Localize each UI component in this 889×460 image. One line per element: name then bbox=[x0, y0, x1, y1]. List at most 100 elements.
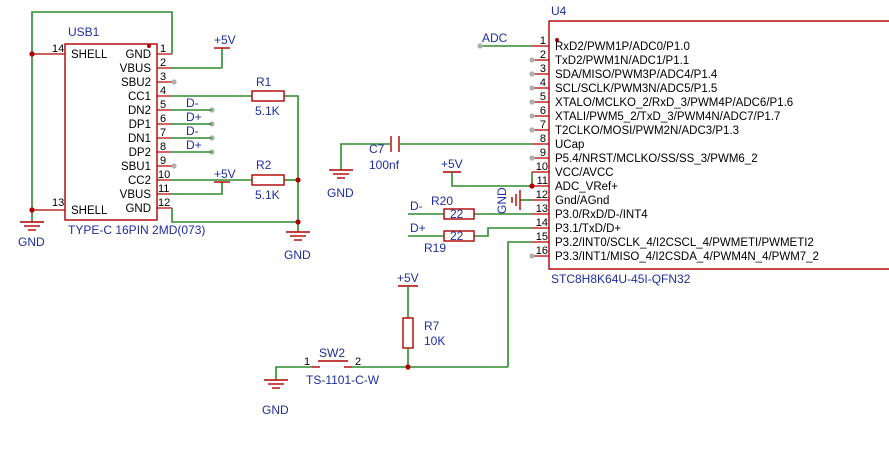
r7-designator: R7 bbox=[424, 319, 440, 333]
resistor-r2: R2 5.1K bbox=[251, 158, 285, 202]
c7-value: 100nf bbox=[369, 158, 400, 172]
mcu-pin-num: 9 bbox=[540, 147, 546, 159]
adc-label: ADC bbox=[482, 31, 508, 45]
c7-designator: C7 bbox=[369, 142, 385, 156]
mcu-pin-num: 3 bbox=[540, 63, 546, 75]
sw2-designator: SW2 bbox=[319, 346, 345, 360]
usb-pin-num: 14 bbox=[52, 43, 64, 55]
mcu-pin-num: 15 bbox=[536, 231, 548, 243]
net-label-dminus: D- bbox=[410, 199, 423, 213]
mcu-pin-name: P3.3/INT1/MISO_4/I2CSDA_4/PWM4N_4/PWM7_2 bbox=[555, 251, 819, 263]
resistor-r1: R1 5.1K bbox=[251, 75, 285, 118]
usb-body bbox=[64, 43, 158, 221]
mcu-pin-num: 7 bbox=[540, 119, 546, 131]
usb-pin-name: CC1 bbox=[128, 91, 151, 103]
r2-value: 5.1K bbox=[255, 188, 280, 202]
gnd-label: GND bbox=[18, 235, 45, 249]
sw2-value: TS-1101-C-W bbox=[306, 373, 380, 387]
mcu-pin-num: 12 bbox=[536, 189, 548, 201]
usb-pin-name: VBUS bbox=[120, 63, 152, 75]
gnd-symbol-mcu: GND bbox=[495, 187, 532, 214]
gnd-symbol-r: GND bbox=[284, 231, 311, 262]
r7-value: 10K bbox=[424, 334, 445, 348]
mcu-pin-name: SDA/MISO/PWM3P/ADC4/P1.4 bbox=[555, 69, 718, 81]
usb-pin-num: 12 bbox=[158, 197, 170, 209]
mcu-u4: U4 STC8H8K64U-45I-QFN32 bbox=[548, 4, 889, 286]
mcu-designator: U4 bbox=[551, 4, 567, 18]
mcu-pin-num: 4 bbox=[540, 77, 546, 89]
power-5v-cc2: +5V bbox=[214, 167, 236, 183]
switch-sw2: SW2 1 2 TS-1101-C-W bbox=[275, 241, 532, 387]
power-label: +5V bbox=[441, 157, 463, 171]
mcu-pin-name: SCL/SCLK/PWM3N/ADC5/P1.5 bbox=[555, 83, 717, 95]
usb-pin-name: SBU2 bbox=[121, 77, 151, 89]
mcu-pin-num: 16 bbox=[536, 245, 548, 257]
usb-pin-name: CC2 bbox=[128, 175, 151, 187]
mcu-pin-name: TxD2/PWM1N/ADC1/P1.1 bbox=[555, 55, 689, 67]
usb-pin-name: VBUS bbox=[120, 189, 152, 201]
usb-pin-name: SHELL bbox=[71, 205, 108, 217]
power-label: +5V bbox=[214, 33, 236, 47]
mcu-pin-name: Gnd/AGnd bbox=[555, 195, 609, 207]
resistor-r19: D+ R19 22 bbox=[408, 221, 532, 255]
usb-pin-name: SHELL bbox=[71, 49, 108, 61]
resistor-r7: R7 10K bbox=[402, 286, 445, 367]
usb-pin-name: DN1 bbox=[128, 133, 151, 145]
mcu-pins: 1 2 3 4 5 6 7 8 9 10 11 12 13 14 15 16 R… bbox=[529, 35, 819, 263]
mcu-power-wires: +5V bbox=[441, 157, 535, 189]
usb-pin-name: DN2 bbox=[128, 105, 151, 117]
mcu-pin-num: 8 bbox=[540, 133, 546, 145]
gnd-label: GND bbox=[327, 186, 354, 200]
net-label-dplus: D+ bbox=[410, 221, 426, 235]
usb-right-pins: GND VBUS SBU2 CC1 DN2 DP1 DN1 DP2 SBU1 C… bbox=[120, 43, 215, 215]
net-label-dplus: D+ bbox=[186, 110, 202, 124]
usb-pin-num: 11 bbox=[158, 183, 169, 195]
mcu-pin-name: P3.0/RxD/D-/INT4 bbox=[555, 209, 648, 221]
usb-pin-num: 2 bbox=[160, 57, 166, 69]
usb-designator: USB1 bbox=[68, 25, 100, 39]
mcu-pin-num: 5 bbox=[540, 91, 546, 103]
power-5v-usb: +5V bbox=[214, 33, 236, 49]
power-label: +5V bbox=[214, 167, 236, 181]
gnd-label: GND bbox=[284, 248, 311, 262]
net-label-dminus: D- bbox=[186, 96, 199, 110]
r2-designator: R2 bbox=[256, 158, 272, 172]
mcu-pin-name: ADC_VRef+ bbox=[555, 181, 618, 193]
r1-value: 5.1K bbox=[255, 104, 280, 118]
usb-pin-name: GND bbox=[125, 49, 151, 61]
usb-pin-name: GND bbox=[125, 203, 151, 215]
r19-designator: R19 bbox=[424, 241, 446, 255]
mcu-pin-name: UCap bbox=[555, 139, 584, 151]
mcu-value: STC8H8K64U-45I-QFN32 bbox=[551, 272, 691, 286]
mcu-pin-name: P3.2/INT0/SCLK_4/I2CSCL_4/PWMETI/PWMETI2 bbox=[555, 237, 814, 249]
usb-pin-num: 7 bbox=[160, 127, 166, 139]
mcu-pin-num: 14 bbox=[536, 217, 548, 229]
usb-pin-num: 5 bbox=[160, 99, 166, 111]
usb-wires bbox=[29, 11, 301, 232]
mcu-pin-num: 11 bbox=[537, 175, 548, 187]
r20-designator: R20 bbox=[431, 194, 453, 208]
net-label-dminus: D- bbox=[186, 124, 199, 138]
gnd-symbol-c7: GND bbox=[327, 169, 354, 200]
adc-net: ADC bbox=[477, 31, 532, 49]
mcu-pin-name: T2CLKO/MOSI/PWM2N/ADC3/P1.3 bbox=[555, 125, 739, 137]
r19-value: 22 bbox=[450, 229, 464, 243]
gnd-label: GND bbox=[262, 403, 289, 417]
mcu-pin-name: VCC/AVCC bbox=[555, 167, 614, 179]
usb-pin-name: DP2 bbox=[129, 147, 151, 159]
usb-pin-num: 6 bbox=[160, 113, 166, 125]
mcu-body bbox=[548, 20, 889, 270]
resistor-r20: D- R20 22 bbox=[408, 194, 532, 221]
power-label: +5V bbox=[397, 271, 419, 285]
mcu-pin-num: 2 bbox=[540, 49, 546, 61]
r1-designator: R1 bbox=[256, 75, 272, 89]
usb-pin-num: 8 bbox=[160, 141, 166, 153]
capacitor-c7: C7 100nf bbox=[340, 136, 532, 172]
usb-pin-name: SBU1 bbox=[121, 161, 151, 173]
mcu-pin-num: 6 bbox=[540, 105, 546, 117]
usb-pin-num: 13 bbox=[52, 197, 64, 209]
mcu-pin-num: 1 bbox=[540, 35, 546, 47]
usb-pin-name: DP1 bbox=[129, 119, 151, 131]
usb-value: TYPE-C 16PIN 2MD(073) bbox=[68, 223, 205, 237]
